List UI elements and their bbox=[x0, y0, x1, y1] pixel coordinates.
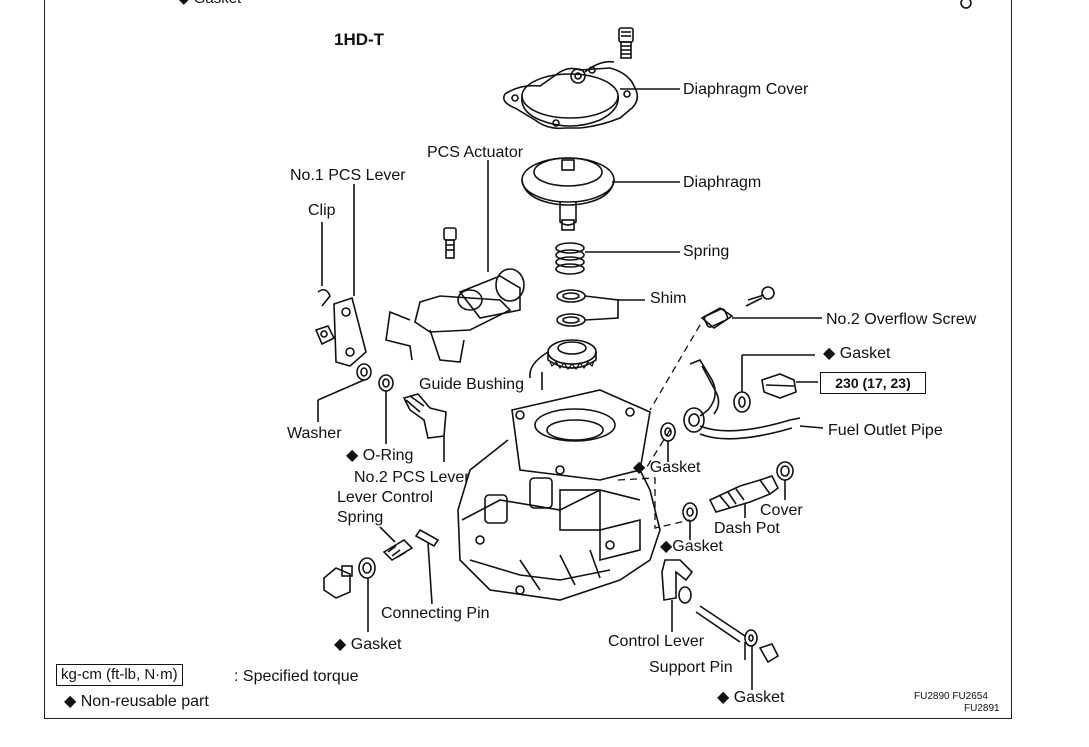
shim-part bbox=[556, 289, 586, 327]
control-lever-label: Control Lever bbox=[608, 633, 705, 650]
torque-spec-box: 230 (17, 23) bbox=[820, 372, 926, 394]
o-ring-label: ◆ O-Ring bbox=[346, 447, 414, 464]
top-gasket-label: ◆ Gasket bbox=[178, 0, 241, 8]
support-pin-label: Support Pin bbox=[649, 659, 733, 676]
gasket-top-label: ◆ Gasket bbox=[823, 345, 891, 362]
spring-label: Spring bbox=[683, 243, 730, 260]
diaphragm-part bbox=[521, 157, 615, 231]
figure-code-1: FU2890 FU2654 bbox=[914, 691, 988, 702]
no2-pcs-lever-label: No.2 PCS Lever bbox=[354, 469, 470, 486]
gasket-mid-right-label: ◆Gasket bbox=[660, 538, 723, 555]
actuator-bolt-icon bbox=[443, 227, 457, 259]
nonreusable-legend: ◆ Non-reusable part bbox=[64, 693, 209, 710]
overflow-screw-part bbox=[700, 286, 775, 329]
washer-part bbox=[356, 363, 372, 381]
pcs-actuator-part bbox=[385, 268, 525, 363]
guide-bushing-label: Guide Bushing bbox=[419, 376, 524, 393]
corner-mark-icon bbox=[960, 0, 972, 9]
dash-pot-label: Dash Pot bbox=[714, 520, 780, 537]
fuel-outlet-pipe-part bbox=[660, 359, 801, 442]
no2-overflow-screw-label: No.2 Overflow Screw bbox=[826, 311, 977, 328]
diaphragm-label: Diaphragm bbox=[683, 174, 762, 191]
lever-control-spring-label-1: Lever Control bbox=[337, 489, 434, 506]
diaphragm-cover-label: Diaphragm Cover bbox=[683, 81, 809, 98]
guide-bushing-part bbox=[547, 339, 597, 371]
lever-control-spring-part bbox=[382, 538, 414, 562]
figure-code-2: FU2891 bbox=[964, 703, 1000, 714]
plug-bolt-icon bbox=[323, 565, 353, 599]
torque-legend-box: kg-cm (ft-lb, N·m) bbox=[56, 664, 183, 686]
no1-pcs-lever-label: No.1 PCS Lever bbox=[290, 167, 406, 184]
no2-pcs-lever-part bbox=[402, 393, 447, 439]
spring-part bbox=[555, 242, 585, 275]
shim-label: Shim bbox=[650, 290, 687, 307]
cover-label: Cover bbox=[760, 502, 803, 519]
gasket-mid-left-label: ◆ Gasket bbox=[633, 459, 701, 476]
no1-pcs-lever-part bbox=[317, 288, 367, 367]
model-title: 1HD-T bbox=[334, 30, 385, 49]
gasket-bottom-right-label: ◆ Gasket bbox=[717, 689, 785, 706]
lever-nut-icon bbox=[314, 325, 336, 346]
o-ring-part bbox=[378, 374, 394, 392]
washer-label: Washer bbox=[287, 425, 342, 442]
pcs-actuator-label: PCS Actuator bbox=[427, 144, 524, 161]
connecting-pin-label: Connecting Pin bbox=[381, 605, 490, 622]
pump-housing-part bbox=[457, 389, 661, 601]
clip-label: Clip bbox=[308, 202, 336, 219]
plug-gasket-part bbox=[358, 557, 376, 579]
guide-lines bbox=[617, 324, 701, 529]
connecting-pin-part bbox=[414, 528, 440, 548]
cover-bolt-icon bbox=[618, 27, 634, 59]
torque-legend-text: : Specified torque bbox=[234, 668, 359, 685]
lever-control-spring-label-2: Spring bbox=[337, 509, 384, 526]
fuel-outlet-pipe-label: Fuel Outlet Pipe bbox=[828, 422, 943, 439]
diaphragm-cover-part bbox=[502, 60, 639, 130]
control-lever-part bbox=[661, 559, 780, 664]
gasket-bottom-left-label: ◆ Gasket bbox=[334, 636, 402, 653]
diagram-frame bbox=[44, 0, 1012, 719]
